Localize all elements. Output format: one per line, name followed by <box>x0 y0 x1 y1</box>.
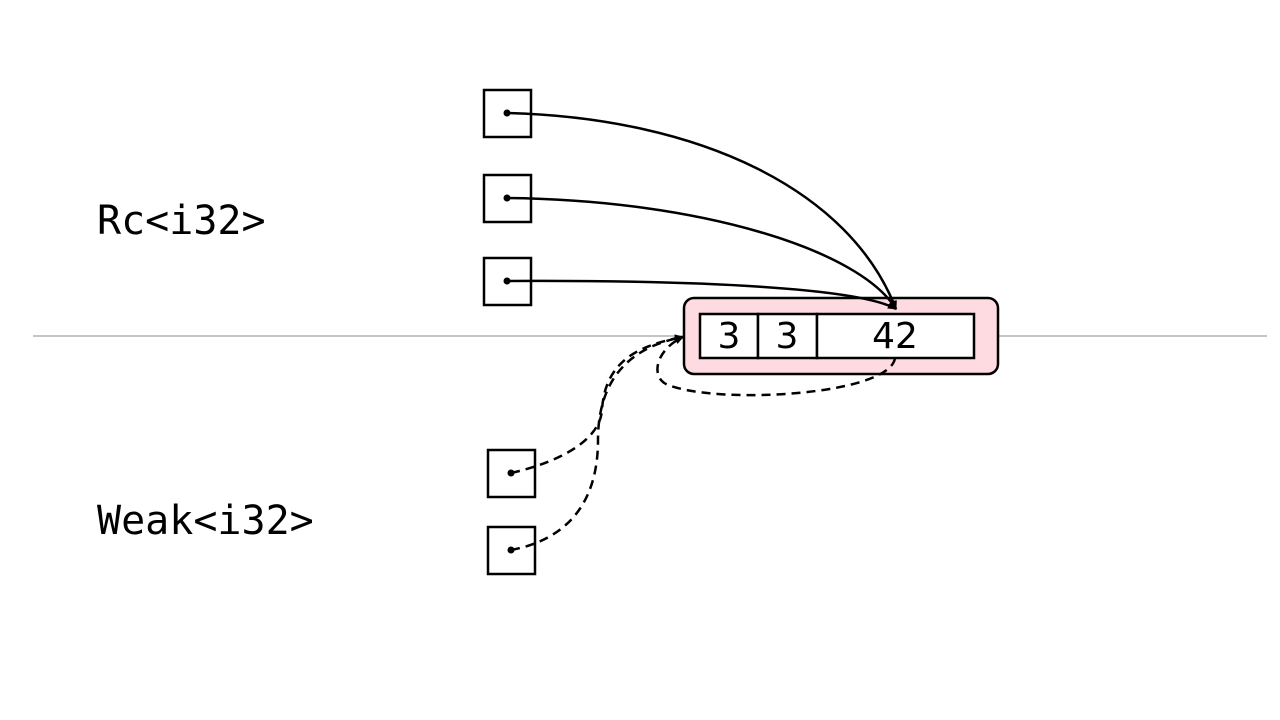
weak-pointer-box <box>486 525 537 576</box>
value-text: 42 <box>872 316 918 357</box>
weak-pointer-2 <box>486 525 537 576</box>
value-cell <box>815 312 976 360</box>
weak-arrow-2 <box>510 334 684 552</box>
strong-count-text: 3 <box>718 316 741 357</box>
rc-arrow-1 <box>506 111 898 310</box>
rc-arrow-3 <box>506 279 897 311</box>
weak-count-text: 3 <box>776 316 799 357</box>
strong-count-cell <box>698 312 760 360</box>
rc-arrow-2 <box>506 196 898 310</box>
weak-arrow-1 <box>510 334 684 475</box>
rc-type-label: Rc<i32> <box>97 198 266 244</box>
weak-self-arrow <box>656 335 897 397</box>
heap-allocation: 3 3 42 <box>682 296 1000 376</box>
weak-count-cell <box>756 312 819 360</box>
weak-type-label: Weak<i32> <box>97 498 314 544</box>
